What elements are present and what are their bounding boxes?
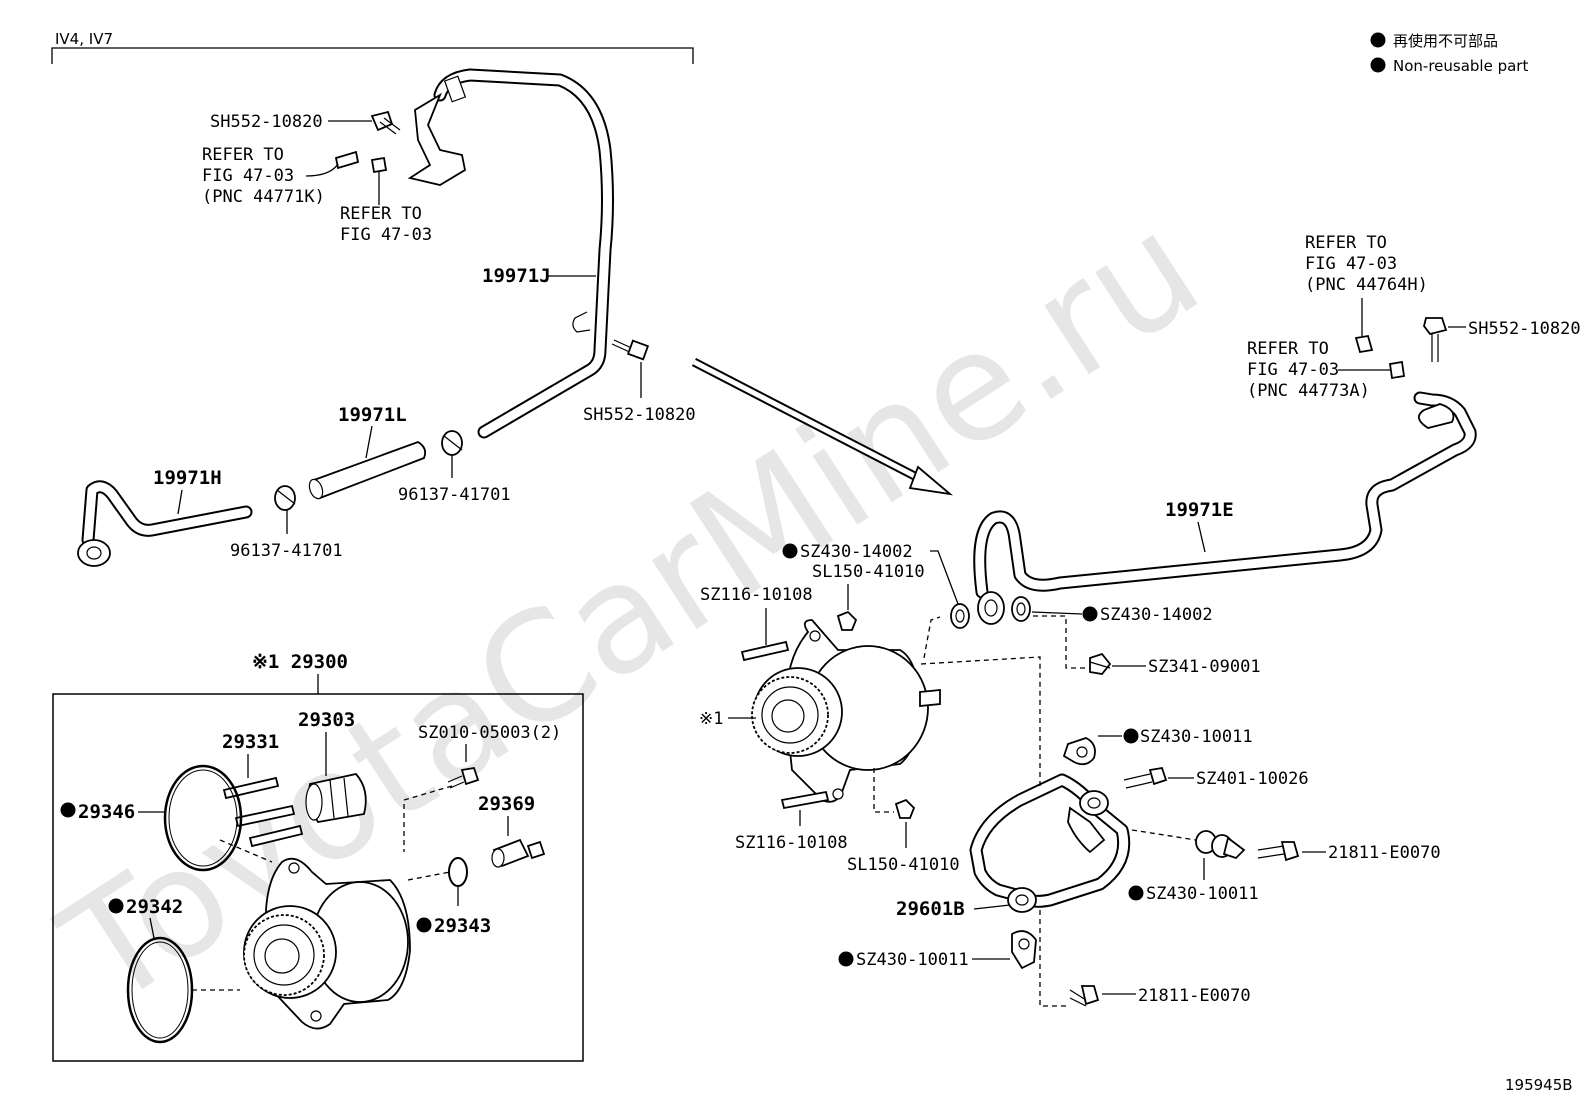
label-21811-a[interactable]: 21811-E0070 [1328, 843, 1441, 863]
hose-clip-icon [274, 485, 296, 511]
label-sh552-b[interactable]: SH552-10820 [583, 405, 696, 425]
label-19971e[interactable]: 19971E [1165, 499, 1234, 521]
label-refer-a1[interactable]: REFER TO [202, 145, 284, 165]
label-sl150-b[interactable]: SL150-41010 [847, 855, 960, 875]
label-clip-b[interactable]: 96137-41701 [230, 541, 343, 561]
non-reusable-bullet-icon [108, 898, 124, 914]
label-refer-d3[interactable]: (PNC 44773A) [1247, 381, 1370, 401]
label-sz010[interactable]: SZ010-05003(2) [418, 723, 561, 743]
legend-bullet-icon [1370, 32, 1386, 48]
legend-bullet-icon [1370, 57, 1386, 73]
gasket-icon [1062, 737, 1096, 766]
label-19971l[interactable]: 19971L [338, 404, 407, 426]
bracket-clamp [407, 75, 467, 186]
o-ring-29346 [163, 764, 243, 872]
hose-29601b[interactable] [969, 773, 1131, 913]
direction-arrow-icon [691, 358, 954, 496]
bolt-icon [611, 339, 650, 361]
pipe-19971h[interactable] [77, 480, 253, 567]
label-ref-mark-1[interactable]: ※1 [699, 709, 723, 729]
kit-title[interactable]: ※1 29300 [252, 651, 348, 673]
non-reusable-bullet-icon [1082, 606, 1098, 622]
label-refer-a3[interactable]: (PNC 44771K) [202, 187, 325, 207]
pipe-19971e[interactable] [973, 391, 1477, 625]
legend-en: Non-reusable part [1393, 57, 1528, 75]
hose-end-icon [334, 150, 360, 170]
label-sl150-a[interactable]: SL150-41010 [812, 562, 925, 582]
bolt-icon [370, 110, 401, 135]
non-reusable-bullet-icon [782, 543, 798, 559]
screw-icon [447, 766, 480, 789]
label-21811-b[interactable]: 21811-E0070 [1138, 986, 1251, 1006]
non-reusable-bullet-icon [1128, 885, 1144, 901]
label-29342[interactable]: 29342 [126, 896, 183, 918]
non-reusable-bullet-icon [838, 951, 854, 967]
o-ring-29343 [448, 857, 468, 887]
nut-icon [836, 610, 858, 631]
label-sh552-a[interactable]: SH552-10820 [210, 112, 323, 132]
bolt-icon [1257, 841, 1300, 862]
hose-19971l[interactable] [307, 441, 427, 500]
label-sz401[interactable]: SZ401-10026 [1196, 769, 1309, 789]
non-reusable-bullet-icon [416, 917, 432, 933]
kit-box [52, 693, 584, 1062]
label-sz430-10011-a[interactable]: SZ430-10011 [1140, 727, 1253, 747]
gasket-icon [1195, 830, 1246, 860]
label-29331[interactable]: 29331 [222, 731, 279, 753]
valve-icon [491, 838, 546, 868]
clip-icon [370, 156, 388, 174]
label-refer-c3[interactable]: (PNC 44764H) [1305, 275, 1428, 295]
vacuum-pump-kit[interactable] [243, 857, 411, 1030]
non-reusable-bullet-icon [1123, 728, 1139, 744]
vacuum-pump[interactable] [751, 619, 941, 803]
label-sz430-14002-b[interactable]: SZ430-14002 [1100, 605, 1213, 625]
label-refer-c1[interactable]: REFER TO [1305, 233, 1387, 253]
bolt-icon [1069, 985, 1100, 1007]
label-19971j[interactable]: 19971J [482, 265, 551, 287]
label-sz116-b[interactable]: SZ116-10108 [735, 833, 848, 853]
diagram-id: 195945B [1505, 1076, 1573, 1094]
bolt-icon [1423, 317, 1448, 362]
banjo-bolt-icon [1089, 652, 1112, 675]
label-29343[interactable]: 29343 [434, 915, 491, 937]
label-29601b[interactable]: 29601B [896, 898, 965, 920]
label-refer-d1[interactable]: REFER TO [1247, 339, 1329, 359]
legend-jp: 再使用不可部品 [1393, 32, 1498, 50]
label-29303[interactable]: 29303 [298, 709, 355, 731]
label-clip-a[interactable]: 96137-41701 [398, 485, 511, 505]
stud-icon [780, 790, 830, 810]
label-sz430-10011-b[interactable]: SZ430-10011 [1146, 884, 1259, 904]
coupling-icon [305, 773, 367, 823]
label-refer-b2[interactable]: FIG 47-03 [340, 225, 432, 245]
label-refer-c2[interactable]: FIG 47-03 [1305, 254, 1397, 274]
engine-label: IV4, IV7 [55, 30, 113, 48]
clip-icon [1388, 360, 1406, 380]
nut-icon [894, 798, 916, 819]
stud-icon [740, 640, 790, 662]
label-19971h[interactable]: 19971H [153, 467, 222, 489]
hose-end-icon [1354, 334, 1374, 354]
non-reusable-bullet-icon [60, 802, 76, 818]
vane-icon [222, 776, 304, 848]
label-sh552-c[interactable]: SH552-10820 [1468, 319, 1581, 339]
label-sz116-a[interactable]: SZ116-10108 [700, 585, 813, 605]
pipe-19971j[interactable] [433, 68, 614, 439]
label-sz341[interactable]: SZ341-09001 [1148, 657, 1261, 677]
label-sz430-10011-c[interactable]: SZ430-10011 [856, 950, 969, 970]
label-29346[interactable]: 29346 [78, 801, 135, 823]
engine-bracket [51, 47, 694, 64]
watermark: ToyotaCarMine.ru [34, 181, 1229, 1041]
label-refer-b1[interactable]: REFER TO [340, 204, 422, 224]
label-29369[interactable]: 29369 [478, 793, 535, 815]
label-refer-a2[interactable]: FIG 47-03 [202, 166, 294, 186]
bolt-icon [1123, 766, 1168, 789]
label-refer-d2[interactable]: FIG 47-03 [1247, 360, 1339, 380]
label-sz430-14002-a[interactable]: SZ430-14002 [800, 542, 913, 562]
gasket-icon [1011, 930, 1037, 970]
hose-clip-icon [441, 430, 463, 456]
